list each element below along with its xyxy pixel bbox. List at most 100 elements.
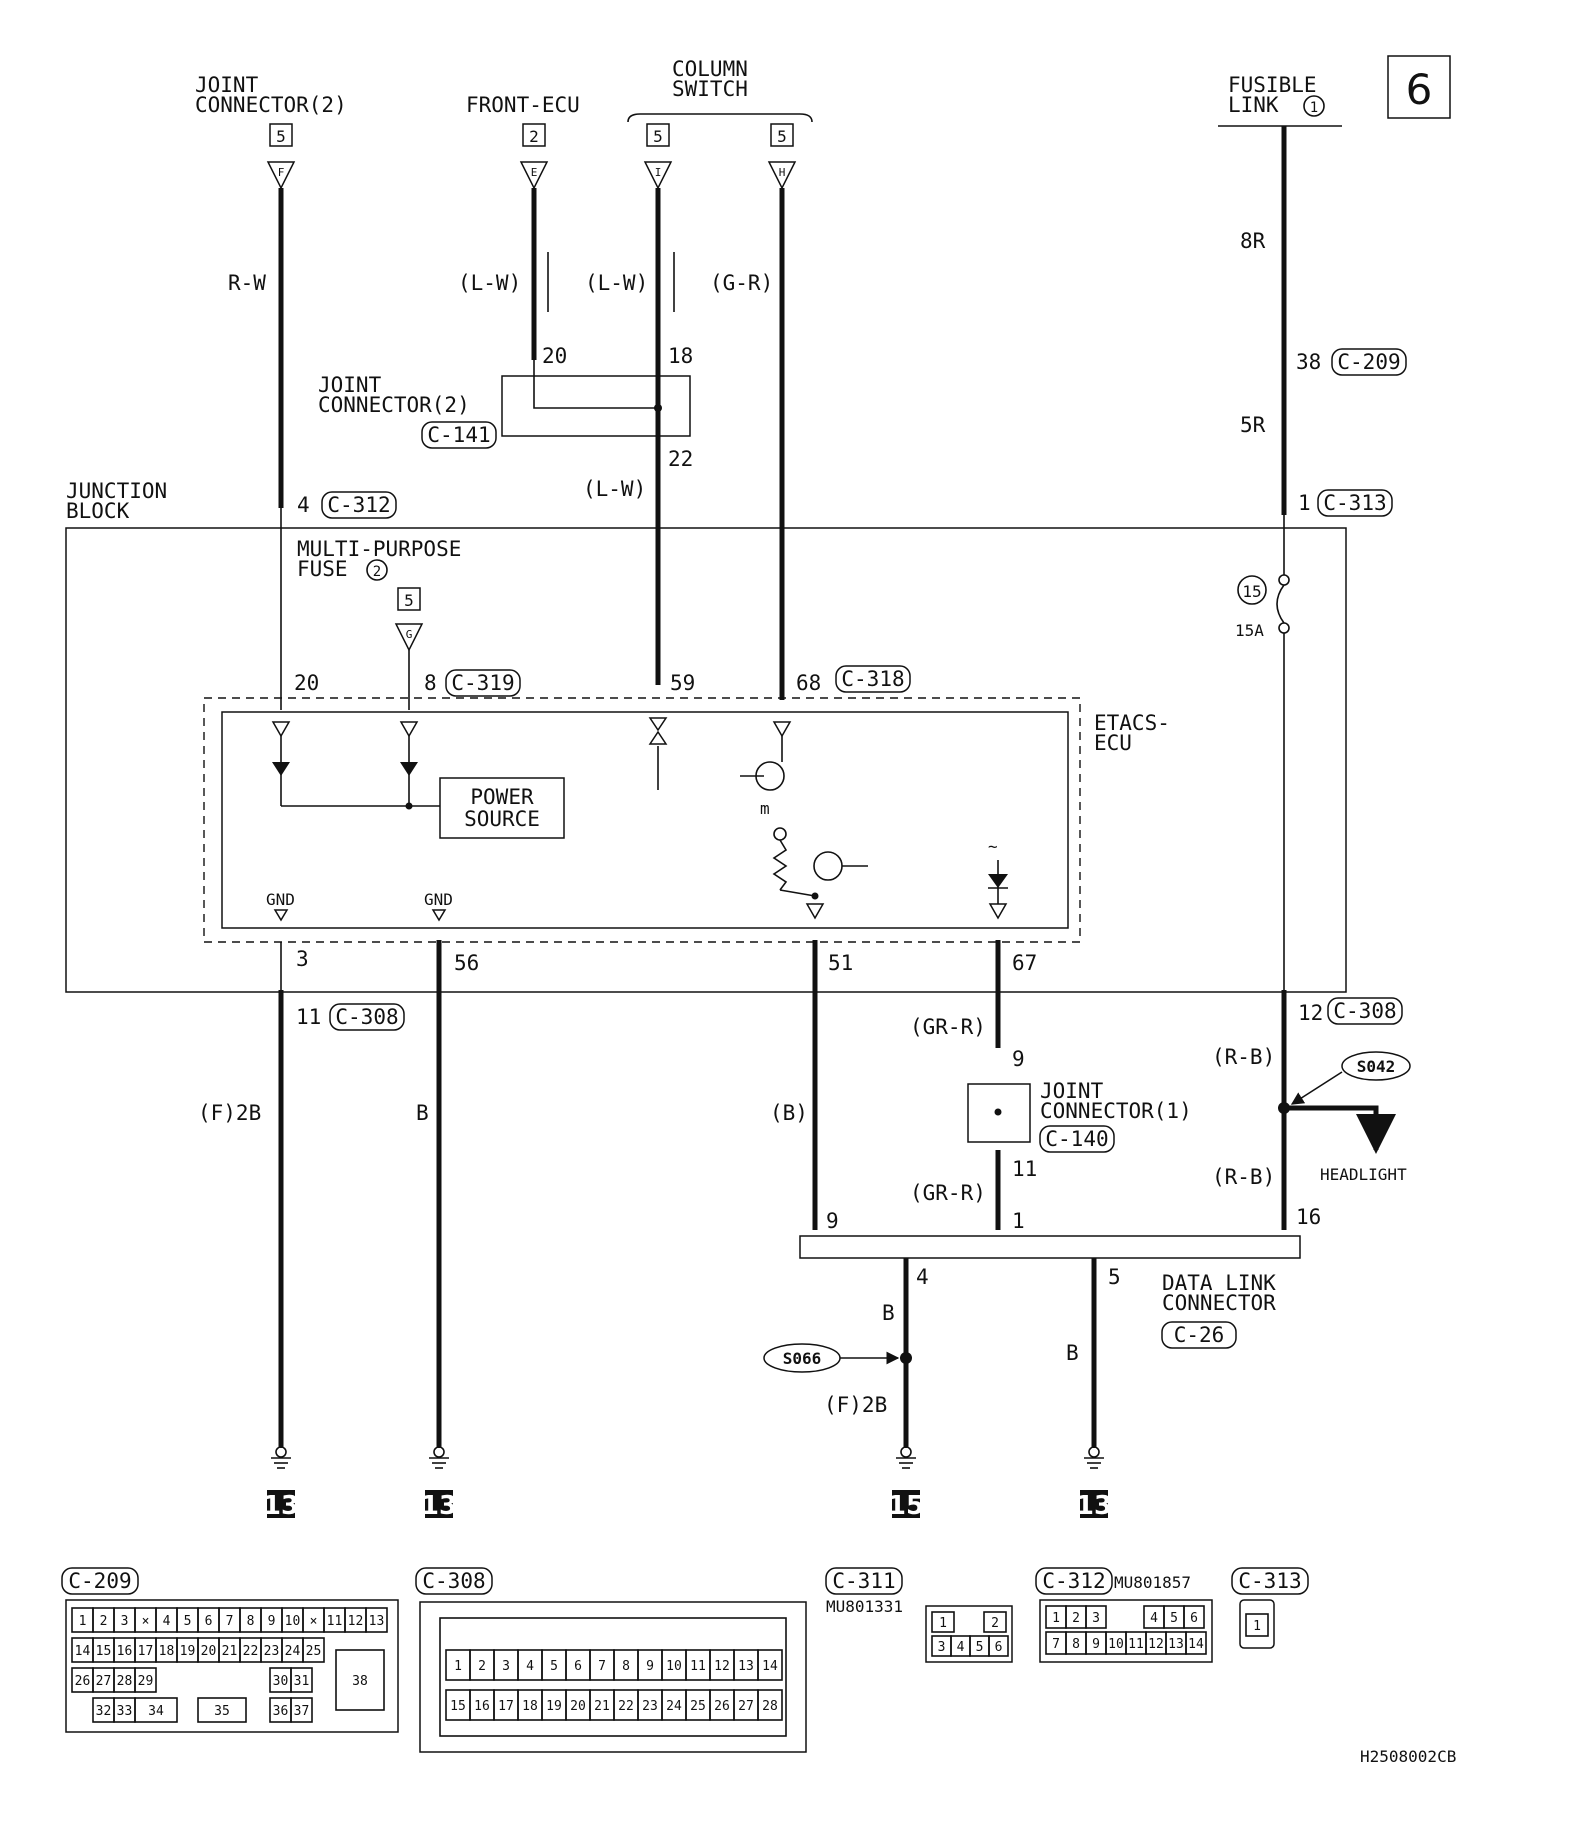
c308-pin: 21 xyxy=(594,1699,610,1714)
svg-text:9: 9 xyxy=(1012,1047,1025,1071)
svg-text:FUSIBLE: FUSIBLE xyxy=(1228,73,1317,97)
c209-pin: 25 xyxy=(306,1644,322,1659)
svg-text:SWITCH: SWITCH xyxy=(672,77,748,101)
c209-cell xyxy=(134,1697,178,1723)
svg-text:1: 1 xyxy=(1310,100,1318,116)
svg-text:13: 13 xyxy=(1076,1491,1112,1521)
c313-pin: 1 xyxy=(1253,1619,1261,1634)
c308-pin: 10 xyxy=(666,1659,682,1674)
svg-text:C-313: C-313 xyxy=(1238,1569,1301,1593)
c312-cell xyxy=(1085,1605,1107,1629)
svg-text:m: m xyxy=(760,799,770,818)
c308-pin: 24 xyxy=(666,1699,682,1714)
c209-pin: 9 xyxy=(268,1614,276,1629)
c209-pin: 19 xyxy=(180,1644,196,1659)
svg-text:9: 9 xyxy=(826,1209,839,1233)
c209-pin: 11 xyxy=(327,1614,343,1629)
c308-pin: 3 xyxy=(502,1659,510,1674)
svg-text:BLOCK: BLOCK xyxy=(66,499,130,523)
c209-pin: 12 xyxy=(348,1614,364,1629)
c209-pin: 15 xyxy=(96,1644,112,1659)
c312-pin: 4 xyxy=(1150,1611,1158,1626)
c209-pin: 1 xyxy=(79,1614,87,1629)
c209-pin: 36 xyxy=(273,1704,289,1719)
svg-text:15: 15 xyxy=(888,1491,924,1521)
svg-text:C-308: C-308 xyxy=(1333,999,1396,1023)
svg-text:H: H xyxy=(779,166,786,179)
c209-pin: 8 xyxy=(247,1614,255,1629)
ground-2: 13 xyxy=(421,1446,457,1521)
svg-text:DATA LINK: DATA LINK xyxy=(1162,1271,1276,1295)
svg-text:(L-W): (L-W) xyxy=(585,271,648,295)
svg-text:20: 20 xyxy=(294,671,319,695)
svg-text:CONNECTOR(2): CONNECTOR(2) xyxy=(318,393,470,417)
svg-text:I: I xyxy=(655,166,662,179)
c308-pin: 19 xyxy=(546,1699,562,1714)
ground-1: 13 xyxy=(263,1446,299,1521)
svg-text:F: F xyxy=(278,166,285,179)
svg-text:56: 56 xyxy=(454,951,479,975)
svg-text:FRONT-ECU: FRONT-ECU xyxy=(466,93,580,117)
svg-text:(GR-R): (GR-R) xyxy=(910,1181,986,1205)
c308-pin: 27 xyxy=(738,1699,754,1714)
c312-pin: 14 xyxy=(1188,1637,1204,1652)
c209-pin: 7 xyxy=(226,1614,234,1629)
svg-text:C-26: C-26 xyxy=(1174,1323,1225,1347)
svg-text:5: 5 xyxy=(404,591,414,610)
c312-pin: 12 xyxy=(1148,1637,1164,1652)
c313-cell xyxy=(1245,1613,1269,1637)
svg-text:67: 67 xyxy=(1012,951,1037,975)
c312-cell xyxy=(1185,1631,1207,1655)
svg-text:(GR-R): (GR-R) xyxy=(910,1015,986,1039)
c308-pin: 1 xyxy=(454,1659,462,1674)
c209-pin: 20 xyxy=(201,1644,217,1659)
svg-text:8R: 8R xyxy=(1240,229,1266,253)
doc-code: H2508002CB xyxy=(1360,1747,1456,1766)
svg-text:MU801331: MU801331 xyxy=(826,1597,903,1616)
svg-text:CONNECTOR(1): CONNECTOR(1) xyxy=(1040,1099,1192,1123)
c209-pin: 26 xyxy=(75,1674,91,1689)
svg-text:15: 15 xyxy=(1242,582,1261,601)
c311-pin: 3 xyxy=(938,1640,946,1655)
c209-pin: 32 xyxy=(96,1704,112,1719)
c308-pin: 16 xyxy=(474,1699,490,1714)
c311-pin: 1 xyxy=(939,1616,947,1631)
svg-text:(L-W): (L-W) xyxy=(583,477,646,501)
c311-pin: 2 xyxy=(991,1616,999,1631)
c312-pin: 11 xyxy=(1128,1637,1144,1652)
svg-text:15A: 15A xyxy=(1235,621,1264,640)
svg-text:E: E xyxy=(531,166,538,179)
svg-text:18: 18 xyxy=(668,344,693,368)
svg-text:2: 2 xyxy=(529,127,539,146)
source-joint-connector-2: JOINT CONNECTOR(2) 5 F R-W xyxy=(195,73,347,295)
svg-text:5R: 5R xyxy=(1240,413,1266,437)
svg-text:1: 1 xyxy=(1012,1209,1025,1233)
svg-text:C-313: C-313 xyxy=(1323,491,1386,515)
svg-text:(B): (B) xyxy=(770,1101,808,1125)
c209-pin: 31 xyxy=(294,1674,310,1689)
c209-pin: 38 xyxy=(352,1674,368,1689)
svg-text:MULTI-PURPOSE: MULTI-PURPOSE xyxy=(297,537,461,561)
svg-text:GND: GND xyxy=(424,890,453,909)
svg-text:C-141: C-141 xyxy=(427,423,490,447)
svg-text:GND: GND xyxy=(266,890,295,909)
c312-pin: 7 xyxy=(1052,1637,1060,1652)
c308-pin: 25 xyxy=(690,1699,706,1714)
c209-pin: 33 xyxy=(117,1704,133,1719)
c308-pin: 23 xyxy=(642,1699,658,1714)
svg-text:(F)2B: (F)2B xyxy=(824,1393,887,1417)
c209-pin: 27 xyxy=(96,1674,112,1689)
svg-text:C-209: C-209 xyxy=(1337,350,1400,374)
svg-text:LINK: LINK xyxy=(1228,93,1279,117)
c312-pin: 2 xyxy=(1072,1611,1080,1626)
c311-cell xyxy=(931,1611,955,1633)
c209-cell xyxy=(197,1697,247,1723)
svg-text:ETACS-: ETACS- xyxy=(1094,711,1170,735)
svg-text:HEADLIGHT: HEADLIGHT xyxy=(1320,1165,1407,1184)
c311-pin: 5 xyxy=(976,1640,984,1655)
source-column-switch: COLUMN SWITCH 5 I (L-W) 5 H (G-R) xyxy=(585,57,813,312)
source-fusible-link: FUSIBLE LINK 1 8R 38 C-209 5R 1 C-313 xyxy=(1218,73,1407,517)
etacs-ecu: ETACS- ECU 20 8 C-319 59 68 C-318 POWER … xyxy=(203,665,1170,975)
c308-pin: 14 xyxy=(762,1659,778,1674)
